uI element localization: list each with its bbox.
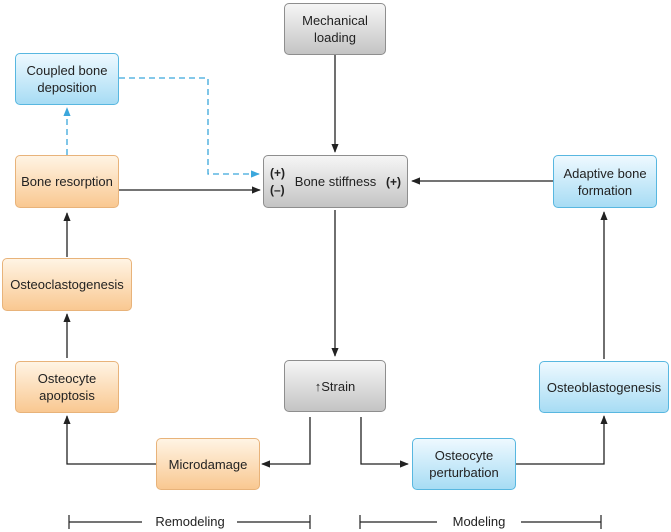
arrow-microdamage-to-apoptosis [63,415,156,465]
dashed-arrow-deposition-to-stiffness [119,77,260,178]
stiffness-left-plus-sign: (+) [270,166,285,180]
osteoclastogenesis-label: Osteoclastogenesis [10,277,124,292]
osteoblastogenesis-label: Osteoblastogenesis [546,379,662,395]
coupled-bone-deposition-label: Coupled bone deposition [26,63,108,95]
strain-label: ↑Strain [314,378,356,394]
arrow-perturbation-to-osteoblastogenesis [516,415,608,465]
stiffness-right-plus-sign: (+) [386,175,401,189]
bone-stiffness-node: (+) (–) Bone stiffness (+) [263,155,408,208]
arrow-strain-to-perturbation [360,417,409,468]
osteocyte-apoptosis-label: Osteocyte apoptosis [37,371,97,403]
stiffness-left-minus-sign: (–) [270,183,285,197]
adaptive-bone-formation-node: Adaptive bone formation [553,155,657,208]
osteocyte-apoptosis-node: Osteocyte apoptosis [15,361,119,413]
mechanical-loading-label: Mechanical loading [302,13,368,45]
bone-stiffness-label: Bone stiffness [294,174,377,189]
osteoblastogenesis-node: Osteoblastogenesis [539,361,669,413]
microdamage-node: Microdamage [156,438,260,490]
osteoclastogenesis-node: Osteoclastogenesis [2,258,132,311]
bone-resorption-node: Bone resorption [15,155,119,208]
mechanical-loading-node: Mechanical loading [284,3,386,55]
microdamage-label: Microdamage [168,456,248,472]
coupled-bone-deposition-node: Coupled bone deposition [15,53,119,105]
osteocyte-perturbation-node: Osteocyte perturbation [412,438,516,490]
bone-resorption-label: Bone resorption [21,174,113,189]
adaptive-bone-formation-label: Adaptive bone formation [563,165,647,198]
modeling-range-label: Modeling [452,514,506,529]
strain-node: ↑Strain [284,360,386,412]
arrow-strain-to-microdamage [261,417,311,468]
osteocyte-perturbation-label: Osteocyte perturbation [429,448,499,480]
remodeling-range-label: Remodeling [155,514,225,529]
